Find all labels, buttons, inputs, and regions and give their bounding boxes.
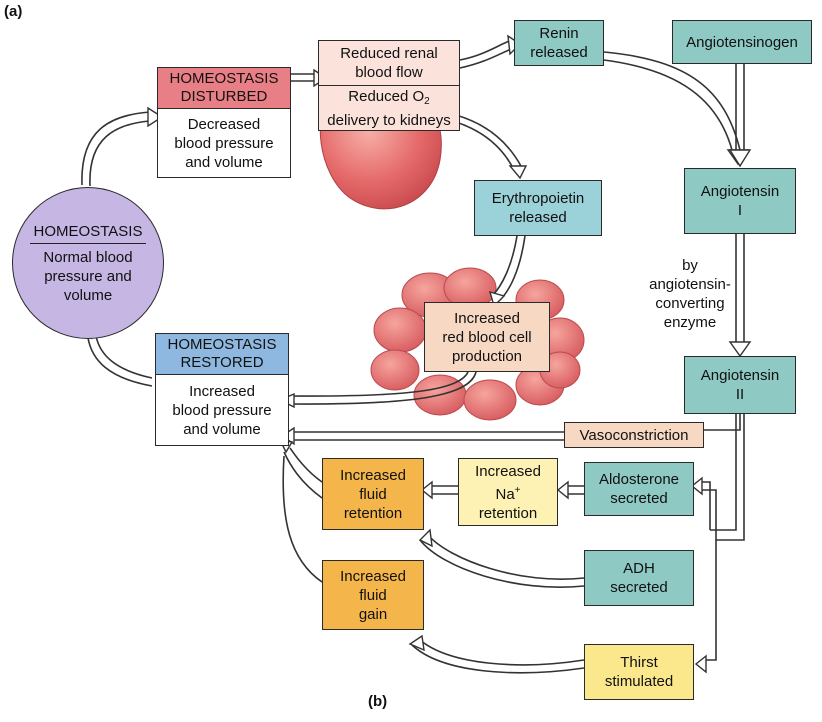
fg-line: fluid: [359, 586, 387, 604]
rbc-line: red blood cell: [442, 328, 532, 346]
homeostasis-line: pressure and: [44, 267, 132, 285]
fluid-gain-box: Increased fluid gain: [322, 560, 424, 630]
renin-released-box: Renin released: [514, 20, 604, 66]
o2-line2: delivery to kidneys: [327, 111, 451, 129]
renal-line: Reduced renal: [340, 45, 438, 62]
adh-line: secreted: [610, 579, 668, 596]
restored-header-line: RESTORED: [180, 354, 264, 371]
homeostasis-normal-circle: HOMEOSTASIS Normal blood pressure and vo…: [12, 187, 164, 339]
epo-line: Erythropoietin: [491, 190, 585, 207]
na-retention-box: Increased Na+ retention: [458, 458, 558, 526]
decreased-line: Decreased: [187, 115, 261, 133]
increased-bp-box: Increased blood pressure and volume: [155, 374, 289, 446]
aldo-line: Aldosterone: [598, 471, 680, 488]
ace-line: angiotensin-: [649, 276, 731, 293]
vasoconstriction-box: Vasoconstriction: [564, 422, 704, 448]
restored-header-line: HOMEOSTASIS: [167, 336, 277, 353]
adh-line: ADH: [623, 560, 655, 577]
epo-line: released: [509, 209, 567, 226]
ang1-line: Angiotensin: [700, 183, 780, 200]
fluid-retention-box: Increased fluid retention: [322, 458, 424, 530]
homeostasis-line: Normal blood: [43, 248, 133, 266]
disturbed-header-line: DISTURBED: [180, 88, 268, 105]
fr-line: fluid: [359, 485, 387, 503]
decreased-line: and volume: [185, 153, 263, 171]
homeostasis-line: volume: [63, 286, 113, 304]
renin-line: Renin: [539, 25, 579, 42]
increased-line: and volume: [183, 420, 261, 438]
ace-line: enzyme: [663, 314, 717, 331]
thirst-box: Thirst stimulated: [584, 644, 694, 700]
homeostasis-title: HOMEOSTASIS: [29, 222, 147, 244]
disturbed-header-line: HOMEOSTASIS: [169, 70, 279, 87]
angiotensin-i-box: Angiotensin I: [684, 168, 796, 234]
o2-subscript: 2: [424, 95, 430, 107]
fg-line: Increased: [340, 567, 406, 585]
rbc-production-box: Increased red blood cell production: [424, 302, 550, 372]
thirst-line: stimulated: [604, 673, 674, 690]
aldosterone-box: Aldosterone secreted: [584, 462, 694, 516]
increased-line: Increased: [189, 382, 255, 400]
ace-line: converting: [655, 295, 725, 312]
na-line2: Na+: [495, 481, 520, 504]
decreased-bp-box: Decreased blood pressure and volume: [157, 108, 291, 178]
panel-b-label: (b): [368, 693, 388, 710]
rbc-line: production: [451, 347, 523, 365]
fr-line: retention: [343, 504, 403, 522]
na-line: retention: [478, 504, 538, 522]
increased-line: blood pressure: [172, 401, 272, 419]
homeostasis-restored-header: HOMEOSTASIS RESTORED: [155, 333, 289, 375]
aldo-line: secreted: [610, 490, 668, 507]
angiotensin-ii-box: Angiotensin II: [684, 356, 796, 414]
panel-a-label: (a): [4, 3, 23, 20]
rbc-line: Increased: [454, 309, 520, 327]
adh-box: ADH secreted: [584, 550, 694, 606]
ang2-line: Angiotensin: [700, 367, 780, 384]
o2-prefix: Reduced O: [348, 87, 425, 105]
fr-line: Increased: [340, 466, 406, 484]
reduced-renal-flow-box: Reduced renal blood flow: [318, 40, 460, 86]
homeostasis-disturbed-header: HOMEOSTASIS DISTURBED: [157, 67, 291, 109]
ang2-line: II: [735, 386, 745, 403]
reduced-o2-box: Reduced O2 delivery to kidneys: [318, 85, 460, 131]
ace-label: by angiotensin- converting enzyme: [648, 256, 732, 332]
ace-line: by: [682, 257, 698, 274]
na-superscript: +: [514, 484, 521, 496]
na-line: Increased: [475, 462, 541, 480]
na-prefix: Na: [495, 485, 515, 503]
renin-line: released: [530, 44, 588, 61]
renal-line: blood flow: [355, 64, 423, 81]
vaso-text: Vasoconstriction: [579, 426, 689, 444]
ang1-line: I: [737, 202, 743, 219]
thirst-line: Thirst: [620, 654, 658, 671]
fg-line: gain: [358, 605, 388, 623]
decreased-line: blood pressure: [174, 134, 274, 152]
o2-line: Reduced O2: [348, 87, 429, 111]
angiotensinogen-box: Angiotensinogen: [672, 20, 812, 64]
erythropoietin-box: Erythropoietin released: [474, 180, 602, 236]
angiotensinogen-text: Angiotensinogen: [686, 33, 798, 51]
